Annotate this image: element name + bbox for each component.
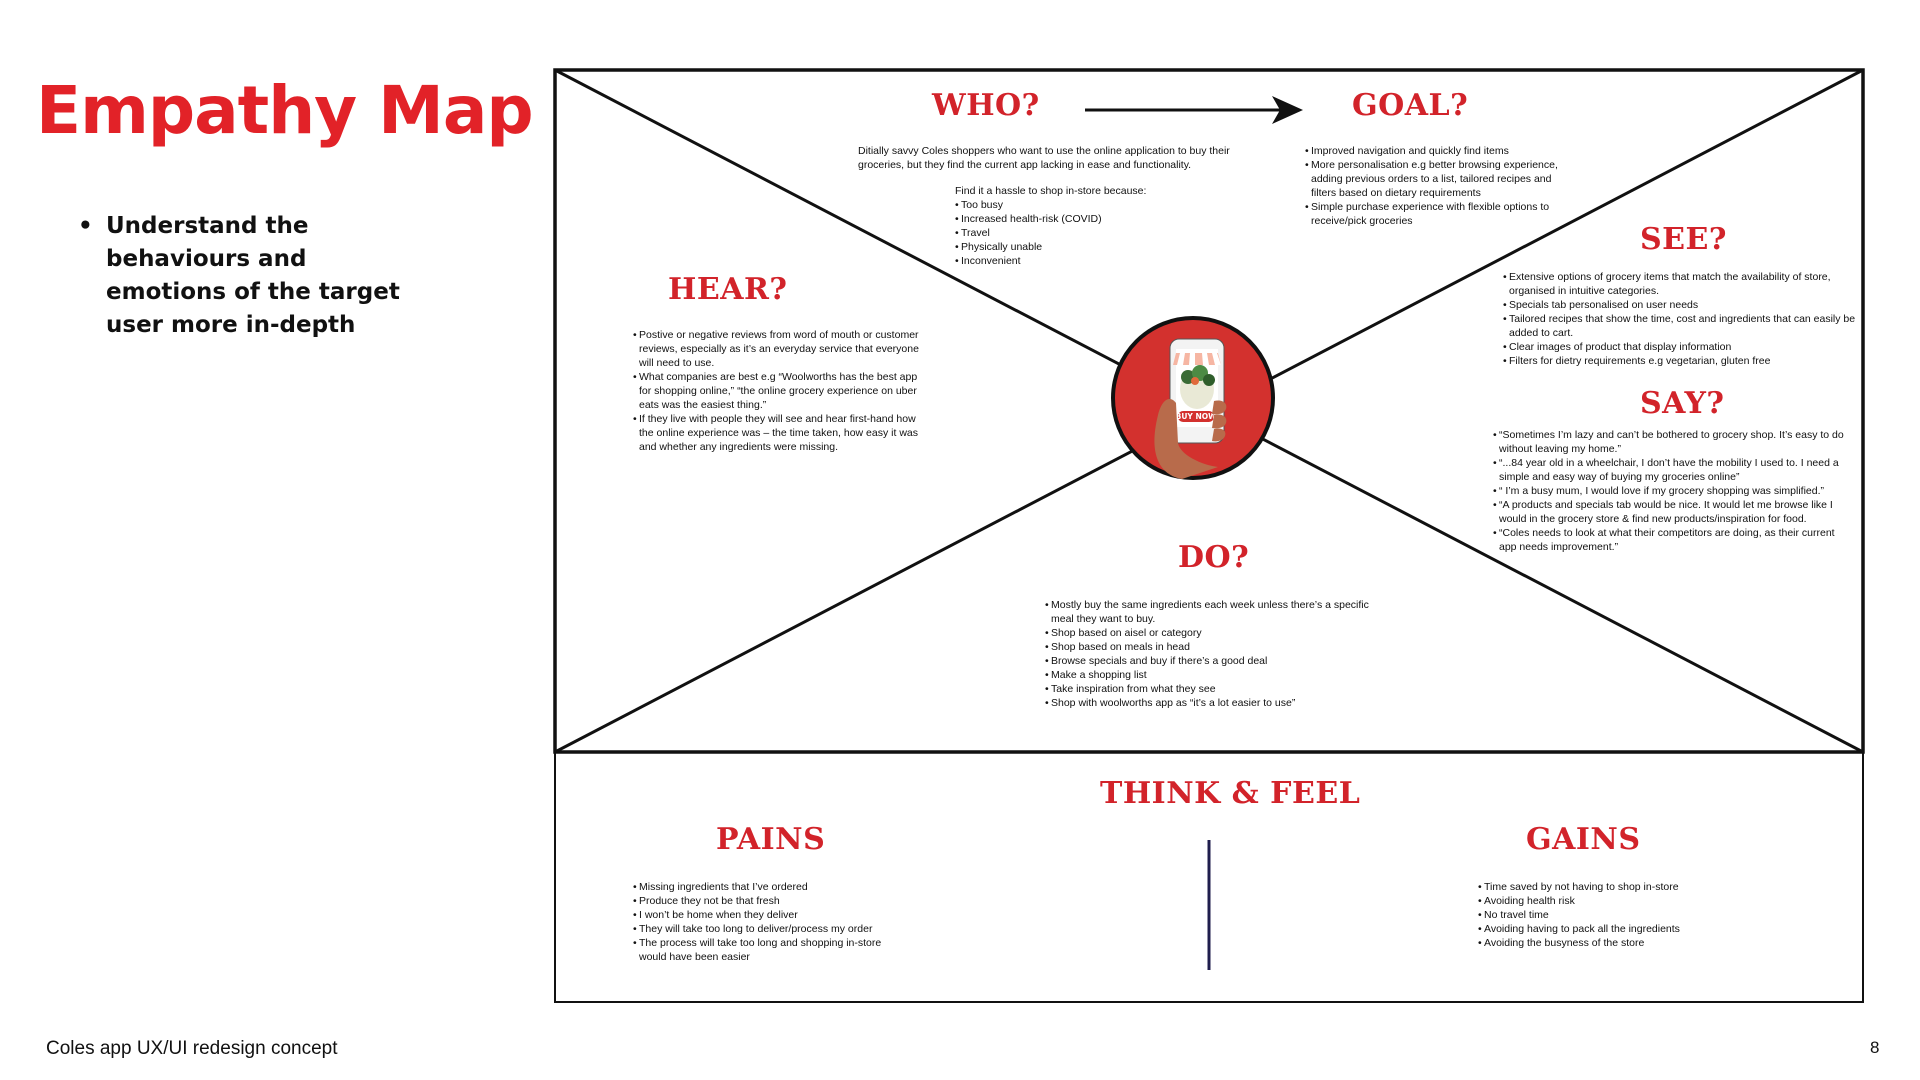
- list-item: Take inspiration from what they see: [1045, 682, 1385, 696]
- pains-list: Missing ingredients that I’ve ordered Pr…: [633, 880, 908, 964]
- list-item: Shop based on meals in head: [1045, 640, 1385, 654]
- list-item: Mostly buy the same ingredients each wee…: [1045, 598, 1385, 626]
- goal-block: Improved navigation and quickly find ite…: [1305, 144, 1573, 228]
- see-block: Extensive options of grocery items that …: [1503, 270, 1857, 368]
- list-item: “A products and specials tab would be ni…: [1493, 498, 1847, 526]
- list-item: They will take too long to deliver/proce…: [633, 922, 908, 936]
- do-heading: DO?: [1178, 540, 1250, 575]
- page-number: 8: [1870, 1038, 1880, 1057]
- map-bottom-frame: [554, 751, 1864, 1003]
- list-item: “...84 year old in a wheelchair, I don’t…: [1493, 456, 1847, 484]
- who-heading: WHO?: [932, 88, 1040, 123]
- list-item: Avoiding having to pack all the ingredie…: [1478, 922, 1738, 936]
- list-item: Physically unable: [955, 240, 1238, 254]
- see-heading: SEE?: [1640, 222, 1727, 257]
- buy-now-label: BUY NOW: [1176, 412, 1218, 421]
- list-item: If they live with people they will see a…: [633, 412, 929, 454]
- slide-bullet: Understand the behaviours and emotions o…: [78, 210, 408, 342]
- gains-block: Time saved by not having to shop in-stor…: [1478, 880, 1738, 950]
- pains-heading: PAINS: [716, 822, 826, 857]
- list-item: More personalisation e.g better browsing…: [1305, 158, 1573, 200]
- list-item: Produce they not be that fresh: [633, 894, 908, 908]
- list-item: Shop based on aisel or category: [1045, 626, 1385, 640]
- list-item: The process will take too long and shopp…: [633, 936, 908, 964]
- list-item: Improved navigation and quickly find ite…: [1305, 144, 1573, 158]
- list-item: Browse specials and buy if there’s a goo…: [1045, 654, 1385, 668]
- list-item: Too busy: [955, 198, 1238, 212]
- say-block: “Sometimes I’m lazy and can’t be bothere…: [1493, 428, 1847, 554]
- goal-list: Improved navigation and quickly find ite…: [1305, 144, 1573, 228]
- hear-heading: HEAR?: [668, 272, 788, 307]
- goal-heading: GOAL?: [1352, 88, 1469, 123]
- list-item: Missing ingredients that I’ve ordered: [633, 880, 908, 894]
- list-item: Tailored recipes that show the time, cos…: [1503, 312, 1857, 340]
- list-item: Increased health-risk (COVID): [955, 212, 1238, 226]
- list-item: No travel time: [1478, 908, 1738, 922]
- gains-list: Time saved by not having to shop in-stor…: [1478, 880, 1738, 950]
- list-item: Inconvenient: [955, 254, 1238, 268]
- list-item: “Sometimes I’m lazy and can’t be bothere…: [1493, 428, 1847, 456]
- do-block: Mostly buy the same ingredients each wee…: [1045, 598, 1385, 710]
- list-item: Filters for dietry requirements e.g vege…: [1503, 354, 1857, 368]
- hear-list: Postive or negative reviews from word of…: [633, 328, 929, 454]
- list-item: What companies are best e.g “Woolworths …: [633, 370, 929, 412]
- think-feel-heading: THINK & FEEL: [1100, 776, 1361, 811]
- list-item: Avoiding the busyness of the store: [1478, 936, 1738, 950]
- list-item: Shop with woolworths app as “it’s a lot …: [1045, 696, 1385, 710]
- arrow-right-icon: [1272, 96, 1303, 124]
- do-list: Mostly buy the same ingredients each wee…: [1045, 598, 1385, 710]
- list-item: Clear images of product that display inf…: [1503, 340, 1857, 354]
- who-block: Ditially savvy Coles shoppers who want t…: [858, 144, 1238, 268]
- say-heading: SAY?: [1640, 386, 1725, 421]
- phone-shopping-icon: BUY NOW: [1111, 316, 1275, 480]
- gains-heading: GAINS: [1526, 822, 1641, 857]
- list-item: Make a shopping list: [1045, 668, 1385, 682]
- list-item: “Coles needs to look at what their compe…: [1493, 526, 1847, 554]
- who-hassle-intro: Find it a hassle to shop in-store becaus…: [955, 185, 1147, 197]
- list-item: Travel: [955, 226, 1238, 240]
- hear-block: Postive or negative reviews from word of…: [633, 328, 929, 454]
- list-item: Extensive options of grocery items that …: [1503, 270, 1857, 298]
- see-list: Extensive options of grocery items that …: [1503, 270, 1857, 368]
- list-item: “ I’m a busy mum, I would love if my gro…: [1493, 484, 1847, 498]
- list-item: Simple purchase experience with flexible…: [1305, 200, 1573, 228]
- footer-caption: Coles app UX/UI redesign concept: [46, 1038, 338, 1059]
- list-item: Time saved by not having to shop in-stor…: [1478, 880, 1738, 894]
- list-item: Postive or negative reviews from word of…: [633, 328, 929, 370]
- list-item: Avoiding health risk: [1478, 894, 1738, 908]
- slide-bullets: Understand the behaviours and emotions o…: [78, 210, 408, 342]
- who-description: Ditially savvy Coles shoppers who want t…: [858, 145, 1230, 171]
- pains-block: Missing ingredients that I’ve ordered Pr…: [633, 880, 908, 964]
- say-list: “Sometimes I’m lazy and can’t be bothere…: [1493, 428, 1847, 554]
- who-hassle-list: Too busy Increased health-risk (COVID) T…: [955, 198, 1238, 268]
- list-item: Specials tab personalised on user needs: [1503, 298, 1857, 312]
- list-item: I won’t be home when they deliver: [633, 908, 908, 922]
- slide-title: Empathy Map: [36, 72, 534, 149]
